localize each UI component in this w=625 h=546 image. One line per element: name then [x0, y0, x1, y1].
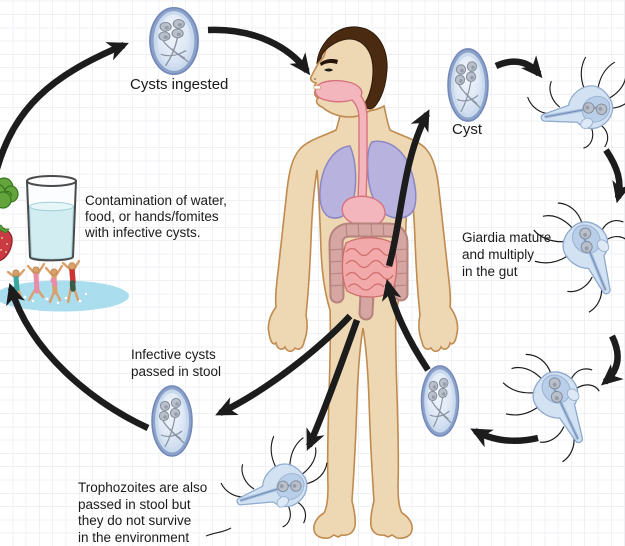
label-cyst: Cyst [452, 121, 482, 138]
eye [324, 68, 333, 72]
hair [316, 26, 388, 110]
arrow-cyst-to-contamination [6, 282, 150, 431]
arrow-stool-trophozoite [306, 318, 361, 451]
cyst-ingested-icon [149, 6, 199, 76]
arrow-gut-to-cyst [385, 109, 430, 267]
note-connector-line [205, 527, 232, 537]
arrow-trophozoite-multiply-2 [600, 334, 624, 386]
label-giardia-mature: Giardia mature and multiply in the gut [462, 230, 552, 279]
strawberry-icon [0, 224, 13, 262]
arrow-stool-cyst [215, 313, 353, 416]
digestive-tract-icon [313, 79, 409, 321]
human-figure [267, 26, 459, 539]
arrow-trophozoite-multiply-1 [603, 148, 625, 204]
trophozoite-excysted-icon [522, 42, 625, 170]
eyebrow [320, 59, 338, 66]
lettuce-icon [0, 177, 19, 209]
label-infective-cysts: Infective cysts passed in stool [131, 347, 222, 379]
teeth [313, 85, 321, 90]
label-contamination: Contamination of water, food, or hands/f… [85, 193, 227, 240]
swimming-pool-icon [0, 280, 129, 312]
arrow-cyst-to-intestine [382, 278, 431, 372]
arrow-cyst-to-mouth [207, 26, 311, 76]
arrow-to-ingested-cyst [0, 42, 129, 171]
arrow-trophozoite-to-cyst [470, 428, 539, 448]
trophozoite-dividing-icon [484, 327, 625, 469]
label-cysts-ingested: Cysts ingested [130, 76, 229, 93]
water-glass-icon [26, 175, 77, 262]
label-trophozoites-note: Trophozoites are also passed in stool bu… [78, 480, 208, 545]
arrow-cyst-to-trophozoite [494, 55, 543, 79]
cyst-stool-icon [151, 385, 193, 457]
cyst-encysted-icon [420, 365, 460, 437]
nostril [314, 78, 316, 80]
cyst-gut-icon [447, 48, 489, 122]
cycle-arrows [0, 26, 625, 451]
body [267, 104, 459, 539]
